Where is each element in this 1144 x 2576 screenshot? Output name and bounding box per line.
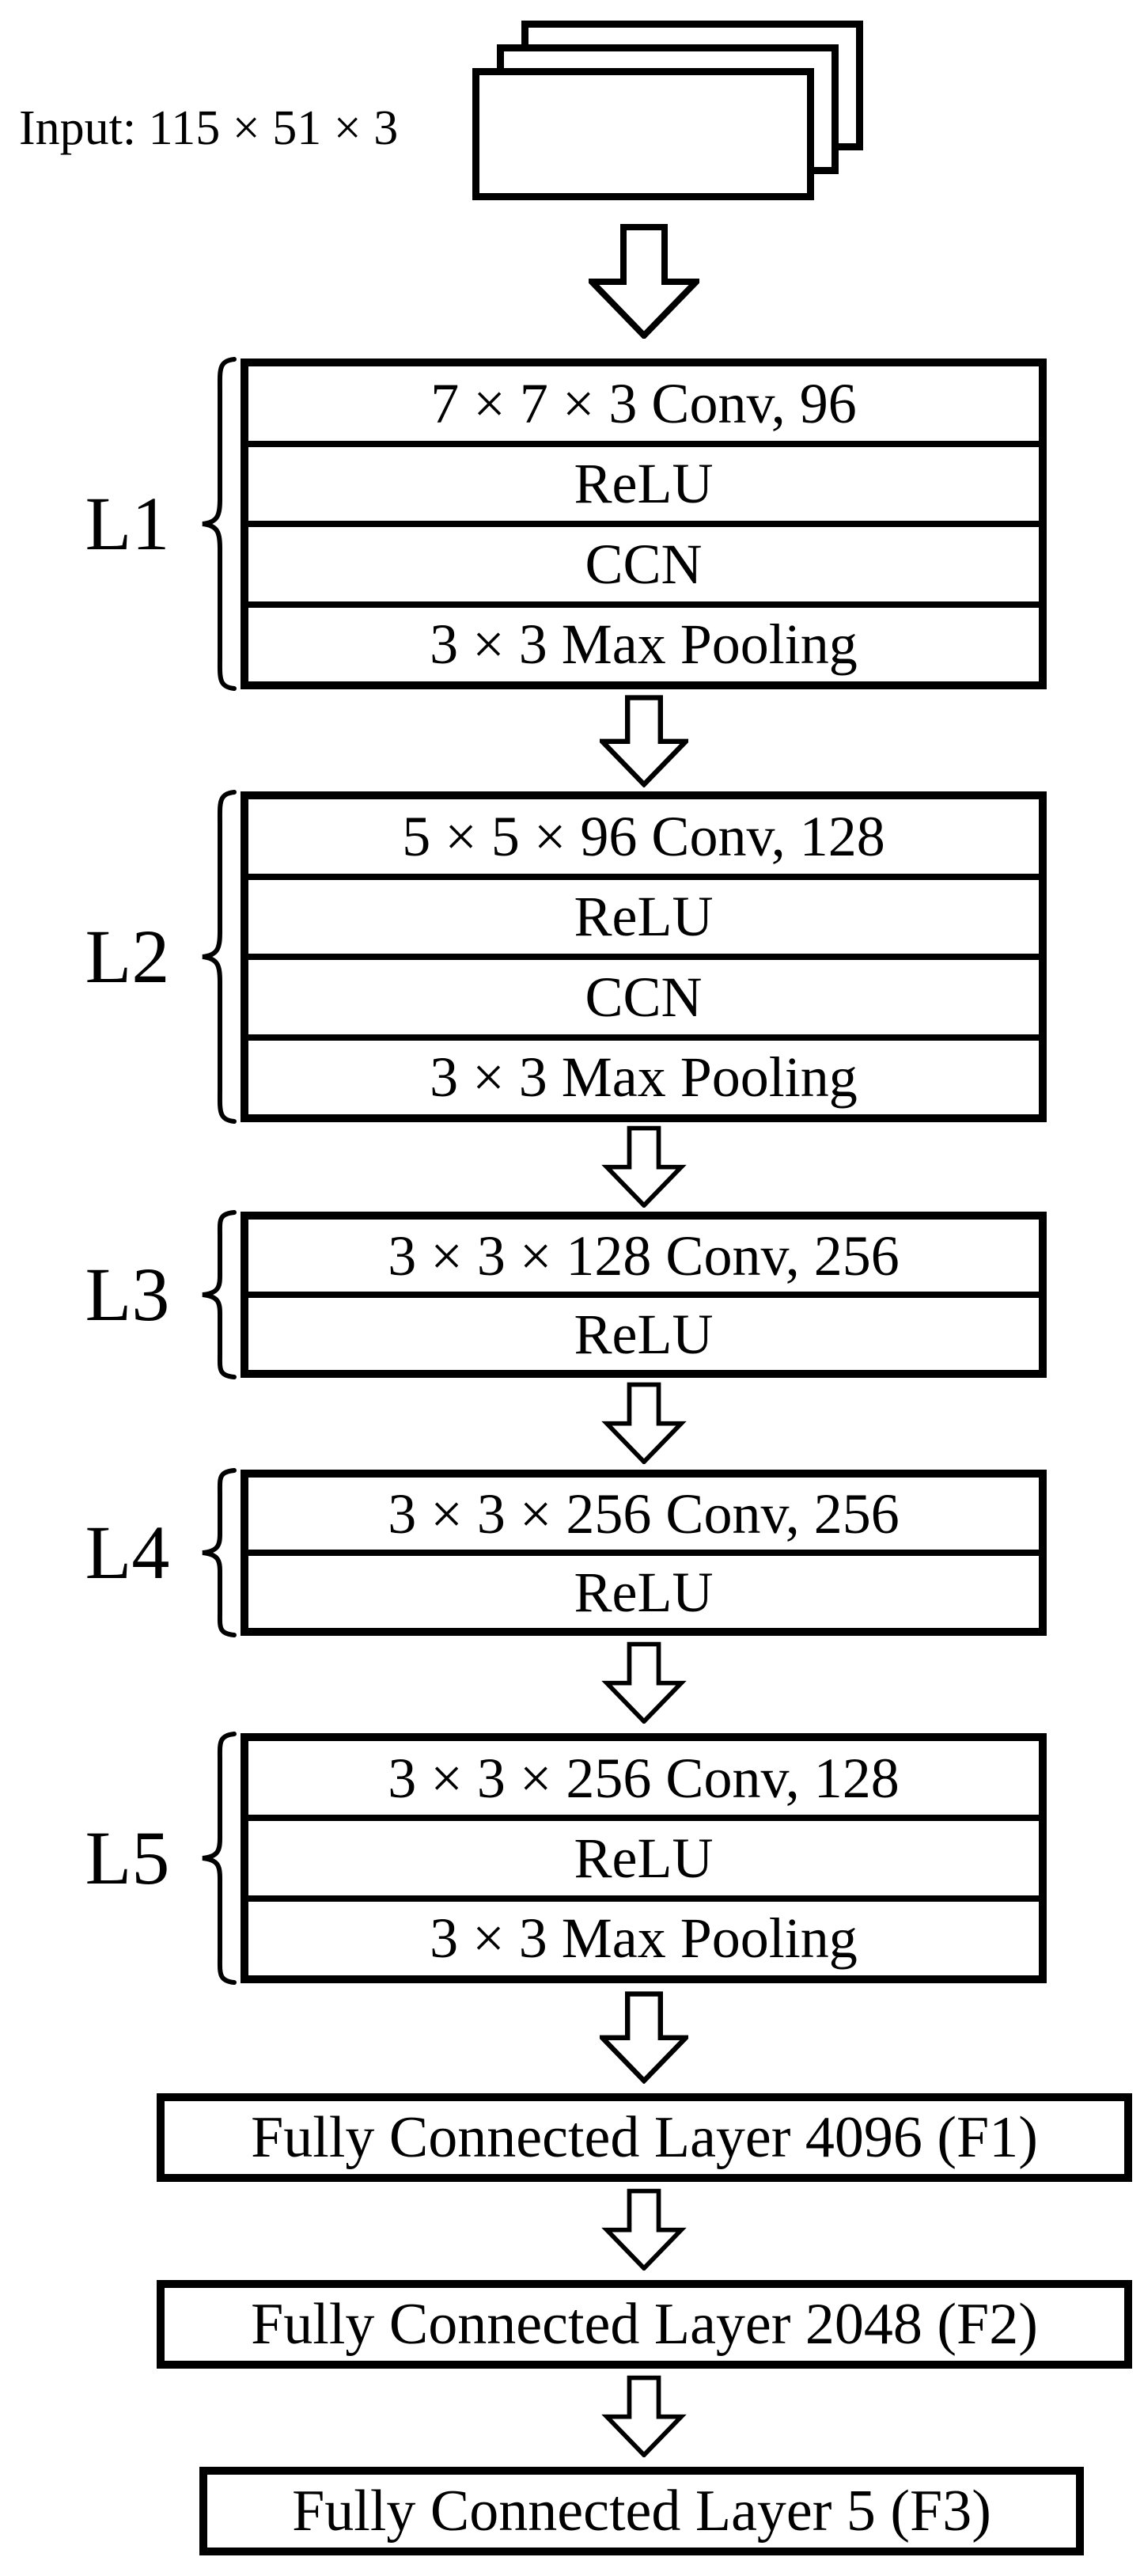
layer-row: 3 × 3 × 256 Conv, 256 (388, 1481, 900, 1546)
layer-block-l1: 7 × 7 × 3 Conv, 96 ReLU CCN 3 × 3 Max Po… (241, 359, 1047, 689)
layer-block-l3: 3 × 3 × 128 Conv, 256 ReLU (241, 1212, 1047, 1378)
curly-brace-icon (202, 1468, 237, 1637)
fc-layer-f2: Fully Connected Layer 2048 (F2) (157, 2280, 1132, 2369)
curly-brace-icon (202, 357, 237, 691)
arrow-down-icon (601, 1382, 687, 1464)
arrow-down-icon (601, 2375, 687, 2457)
layer-label-l2: L2 (85, 914, 170, 999)
arrow-down-icon (601, 1125, 687, 1208)
layer-row: ReLU (248, 873, 1039, 954)
layer-row: ReLU (248, 440, 1039, 522)
layer-block-l4: 3 × 3 × 256 Conv, 256 ReLU (241, 1470, 1047, 1636)
layer-block-l5: 3 × 3 × 256 Conv, 128 ReLU 3 × 3 Max Poo… (241, 1733, 1047, 1983)
curly-brace-icon (202, 1732, 237, 1985)
layer-row: CCN (248, 954, 1039, 1034)
layer-row: 3 × 3 Max Pooling (248, 1034, 1039, 1115)
layer-row: CCN (248, 521, 1039, 601)
arrow-down-icon (601, 1641, 687, 1724)
curly-brace-icon (202, 790, 237, 1124)
fc-layer-f3: Fully Connected Layer 5 (F3) (199, 2467, 1084, 2555)
layer-label-l5: L5 (85, 1815, 170, 1900)
layer-row: 3 × 3 × 128 Conv, 256 (388, 1224, 900, 1288)
layer-row: 5 × 5 × 96 Conv, 128 (402, 804, 885, 868)
layer-row: ReLU (248, 1815, 1039, 1895)
arrow-down-icon (600, 1991, 688, 2084)
layer-row: 7 × 7 × 3 Conv, 96 (430, 371, 857, 435)
layer-row: 3 × 3 Max Pooling (248, 601, 1039, 682)
layer-row: ReLU (248, 1550, 1039, 1628)
layer-row: ReLU (248, 1292, 1039, 1370)
arrow-down-icon (589, 224, 699, 339)
arrow-down-icon (601, 2188, 687, 2271)
arrow-down-icon (600, 695, 688, 787)
layer-row: 3 × 3 Max Pooling (248, 1895, 1039, 1975)
input-stack-rect-front (472, 68, 814, 200)
curly-brace-icon (202, 1210, 237, 1379)
layer-label-l1: L1 (85, 481, 170, 566)
layer-row: 3 × 3 × 256 Conv, 128 (388, 1746, 900, 1810)
fc-layer-f1: Fully Connected Layer 4096 (F1) (157, 2093, 1132, 2182)
layer-label-l4: L4 (85, 1510, 170, 1595)
input-label: Input: 115 × 51 × 3 (19, 101, 399, 155)
layer-label-l3: L3 (85, 1252, 170, 1337)
layer-block-l2: 5 × 5 × 96 Conv, 128 ReLU CCN 3 × 3 Max … (241, 791, 1047, 1122)
